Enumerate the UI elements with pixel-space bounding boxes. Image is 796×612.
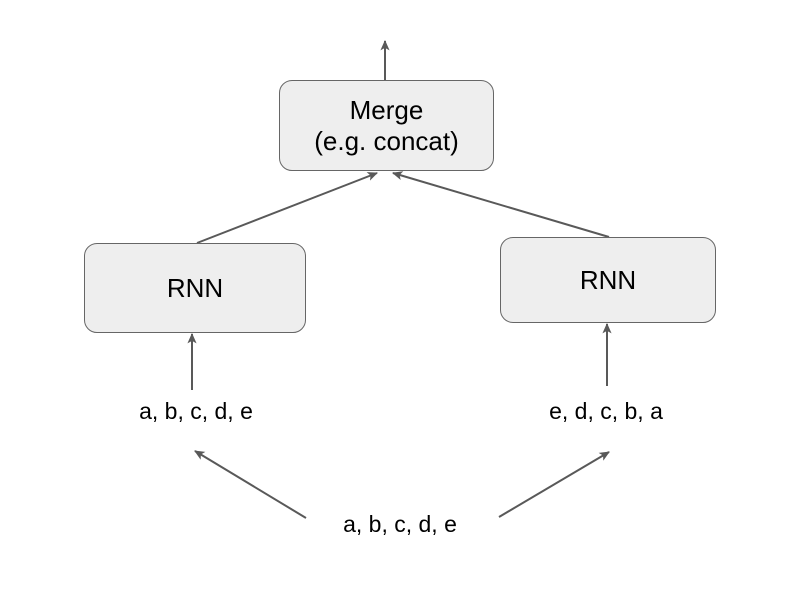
edge-rnn-left-to-merge — [196, 172, 378, 244]
edge-rnn-right-to-merge — [392, 171, 610, 238]
node-merge[interactable]: Merge (e.g. concat) — [279, 80, 494, 171]
label-source-sequence: a, b, c, d, e — [343, 511, 457, 537]
node-rnn-right[interactable]: RNN — [500, 237, 716, 323]
node-merge-title: Merge — [349, 94, 424, 125]
node-rnn-right-label: RNN — [579, 264, 637, 295]
label-reverse-input: e, d, c, b, a — [549, 398, 663, 424]
edge-source-to-forward-input — [194, 450, 307, 519]
edge-source-to-reverse-input — [498, 451, 610, 518]
node-rnn-left[interactable]: RNN — [84, 243, 306, 333]
node-merge-subtitle: (e.g. concat) — [314, 125, 459, 156]
node-rnn-left-label: RNN — [166, 272, 224, 303]
label-forward-input: a, b, c, d, e — [139, 398, 253, 424]
